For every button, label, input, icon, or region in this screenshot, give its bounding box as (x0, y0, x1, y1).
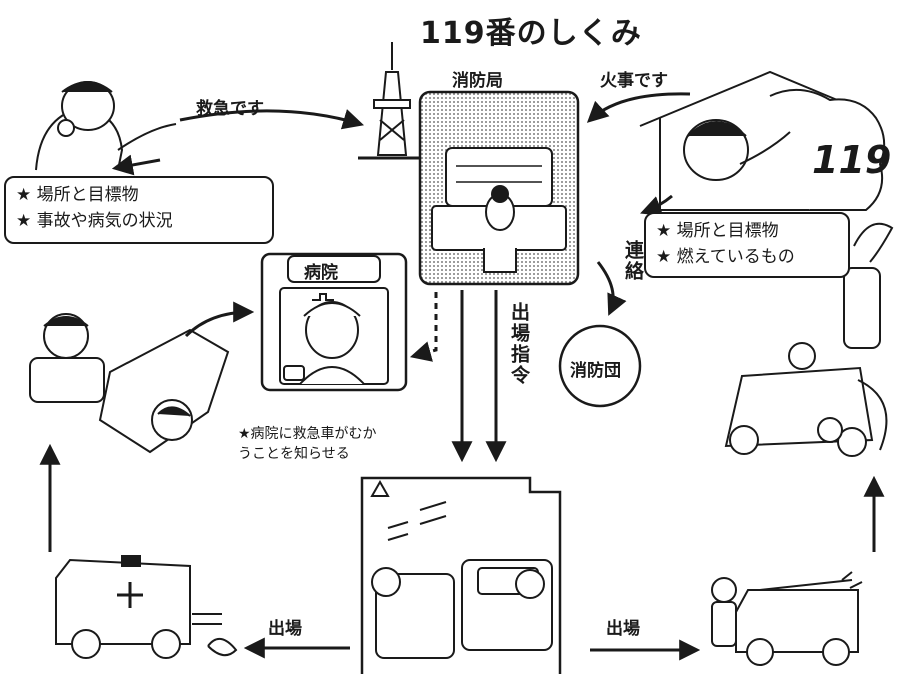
checklist-item: ★ 場所と目標物 (656, 221, 779, 241)
hospital-note-line: ★病院に救急車がむか (238, 426, 377, 442)
ambulance-icon (55, 555, 238, 659)
hospital-note-line: うことを知らせる (238, 446, 350, 462)
fire-brigade-circle (558, 324, 642, 408)
dispatch-order-label: 出場指令 (508, 302, 530, 386)
ambulance-call-arrow-label: 救急です (196, 99, 264, 119)
caller-person-left-icon (35, 81, 177, 171)
flow-arrows (39, 92, 885, 661)
fire-engine-icon (711, 571, 863, 666)
exit-right-label: 出場 (606, 619, 640, 639)
caller-right-checklist: ★ 場所と目標物 ★ 燃えているもの (644, 212, 850, 278)
exit-left-label: 出場 (268, 619, 302, 639)
injured-persons-icon (29, 313, 230, 454)
checklist-item: ★ 燃えているもの (656, 247, 795, 267)
page-title: 119番のしくみ (420, 16, 642, 51)
hospital-label: 病院 (304, 263, 338, 283)
hospital-note: ★病院に救急車がむか うことを知らせる (238, 424, 377, 464)
contact-label: 連絡 (622, 240, 644, 282)
fire-call-arrow-label: 火事です (600, 71, 668, 91)
fire-brigade-label: 消防団 (570, 361, 621, 381)
checklist-item: ★ 場所と目標物 (16, 185, 139, 205)
caller-left-checklist: ★ 場所と目標物 ★ 事故や病気の状況 (4, 176, 274, 244)
hospital-icon (260, 252, 408, 392)
house-caller-right-icon (639, 70, 886, 211)
tower-icon (358, 42, 420, 160)
control-room-icon (418, 90, 580, 286)
firefighters-icon (724, 222, 894, 457)
checklist-item: ★ 事故や病気の状況 (16, 211, 173, 231)
dispatch-station-icon (360, 476, 562, 674)
phone-number-119: 119 (812, 138, 892, 182)
fire-department-label: 消防局 (452, 71, 503, 91)
